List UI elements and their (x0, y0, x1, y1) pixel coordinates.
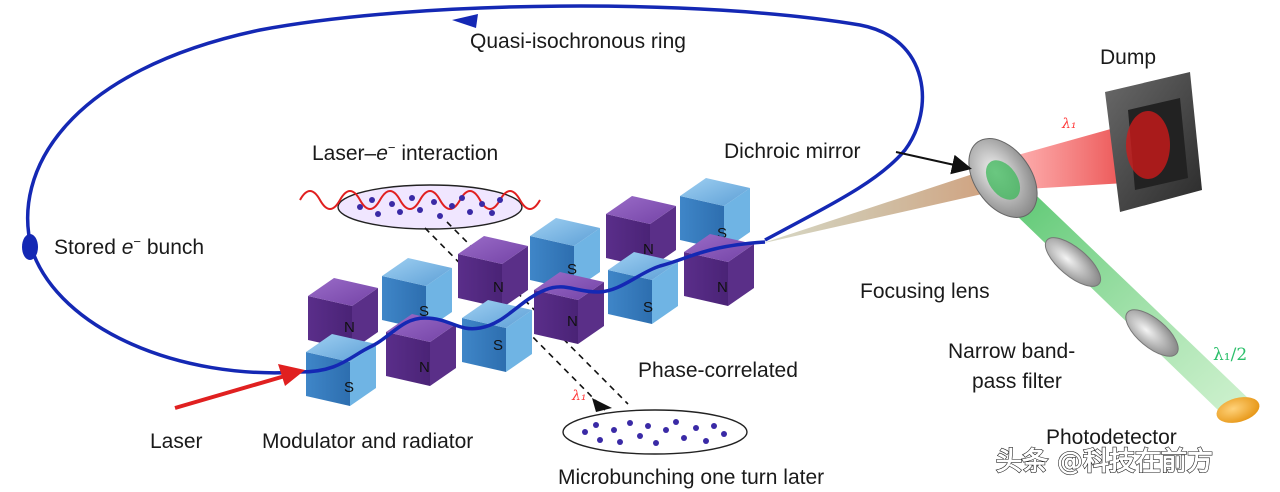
modulator-radiator-label: Modulator and radiator (262, 430, 473, 453)
photodetector-label: Photodetector (1046, 426, 1177, 449)
magnet-south-label: S (493, 337, 503, 354)
bandpass-filter-label-line1: Narrow band- (948, 340, 1075, 363)
lambda-label-projection: λ₁ (571, 388, 587, 404)
microbunching-label: Microbunching one turn later (558, 466, 824, 489)
laser-interaction-region (299, 184, 541, 230)
magnet-south-label: S (567, 261, 577, 278)
magnet-north-label: N (419, 359, 430, 376)
ring-label: Quasi-isochronous ring (470, 30, 686, 53)
focusing-lens-label: Focusing lens (860, 280, 990, 303)
undulator-beam (299, 240, 766, 374)
dump-label: Dump (1100, 46, 1156, 69)
microbunch-electrons (582, 419, 727, 446)
dichroic-pointer-arrow (895, 151, 972, 175)
magnet-south-label: S (419, 303, 429, 320)
magnet-north-block: N (458, 236, 528, 308)
magnet-south-block: S (462, 300, 532, 372)
storage-ring-beam (26, 4, 925, 375)
magnet-north-label: N (567, 313, 578, 330)
magnet-north-block: N (308, 278, 378, 350)
laser-label: Laser (150, 430, 203, 453)
input-laser-arrow (174, 364, 305, 410)
bandpass-filter-label-line2: pass filter (972, 370, 1062, 393)
magnet-south-label: S (344, 379, 354, 396)
stored-bunch-label: Stored e− bunch (54, 234, 204, 259)
magnet-north-block: N (534, 272, 604, 344)
magnet-north-block: N (684, 234, 754, 306)
microbunching-ellipse (562, 409, 748, 455)
laser-interaction-label: Laser–e− interaction (312, 140, 498, 165)
interaction-electrons (357, 195, 503, 219)
magnet-north-label: N (643, 241, 654, 258)
bandpass-filter (1125, 309, 1179, 357)
focusing-lens (1044, 237, 1102, 287)
phase-correlated-label: Phase-correlated (638, 359, 798, 382)
projection-arrow (592, 398, 612, 412)
magnet-north-block: N (386, 314, 456, 386)
watermark: 头条 @科技在前方 (996, 446, 1213, 477)
magnet-north-label: N (717, 279, 728, 296)
magnet-south-block: S (608, 252, 678, 324)
magnet-south-label: S (643, 299, 653, 316)
magnet-north-block: N (606, 196, 676, 268)
undulator-magnets: N S S N N S S N N S S N (306, 178, 754, 406)
half-lambda-label: λ₁/2 (1213, 345, 1247, 365)
dichroic-mirror (968, 138, 1038, 218)
photodetector (1216, 397, 1260, 423)
lambda-label-dump: λ₁ (1061, 116, 1077, 132)
magnet-south-label: S (717, 225, 727, 242)
magnet-north-label: N (344, 319, 355, 336)
dichroic-mirror-label: Dichroic mirror (724, 140, 861, 163)
magnet-north-label: N (493, 279, 504, 296)
radiation-cone (760, 170, 1000, 244)
projection-lines (424, 221, 629, 411)
ring-direction-arrow (452, 14, 478, 28)
magnet-south-block: S (680, 178, 750, 250)
stored-bunch-dot (22, 234, 38, 260)
beam-dump (1105, 72, 1202, 212)
green-beam (985, 175, 1250, 412)
